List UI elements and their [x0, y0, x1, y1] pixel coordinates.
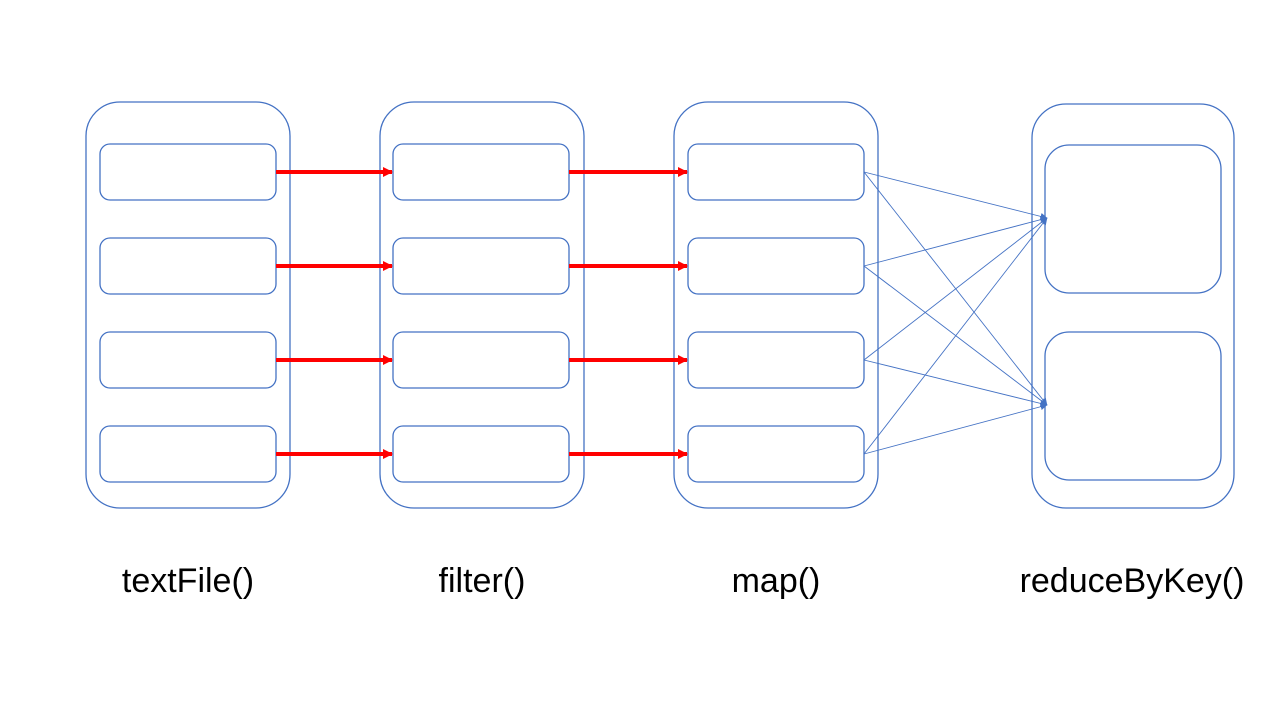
rdd-textfile-container [85, 101, 291, 509]
rdd-reduce-container [1031, 103, 1235, 509]
shuffle-arrow-map-2-to-reduce-1 [863, 216, 1048, 267]
shuffle-arrow-map-3-to-reduce-1 [863, 217, 1048, 361]
partition-map-3 [687, 331, 865, 389]
partition-reduce-1 [1044, 144, 1222, 294]
stage-label-filter: filter() [438, 562, 526, 600]
stage-label-textfile: textFile() [121, 562, 255, 600]
partition-filter-2 [392, 237, 570, 295]
rdd-filter-container [379, 101, 585, 509]
shuffle-arrow-map-4-to-reduce-1 [863, 217, 1048, 455]
partition-textfile-2 [99, 237, 277, 295]
rdd-map-container [673, 101, 879, 509]
partition-textfile-1 [99, 143, 277, 201]
shuffle-arrow-map-4-to-reduce-2 [863, 403, 1048, 455]
partition-map-1 [687, 143, 865, 201]
partition-textfile-4 [99, 425, 277, 483]
stage-label-reducebykey: reduceByKey() [1019, 562, 1245, 600]
partition-map-4 [687, 425, 865, 483]
shuffle-arrow-map-1-to-reduce-1 [863, 171, 1048, 220]
narrow-edges [276, 167, 688, 459]
shuffle-edges [863, 171, 1048, 455]
partition-textfile-3 [99, 331, 277, 389]
partition-reduce-2 [1044, 331, 1222, 481]
partition-filter-1 [392, 143, 570, 201]
shuffle-arrow-map-3-to-reduce-2 [863, 359, 1048, 407]
rdd-boxes [85, 101, 1235, 509]
partition-filter-4 [392, 425, 570, 483]
partition-filter-3 [392, 331, 570, 389]
stage-label-map: map() [731, 562, 821, 600]
partition-map-2 [687, 237, 865, 295]
